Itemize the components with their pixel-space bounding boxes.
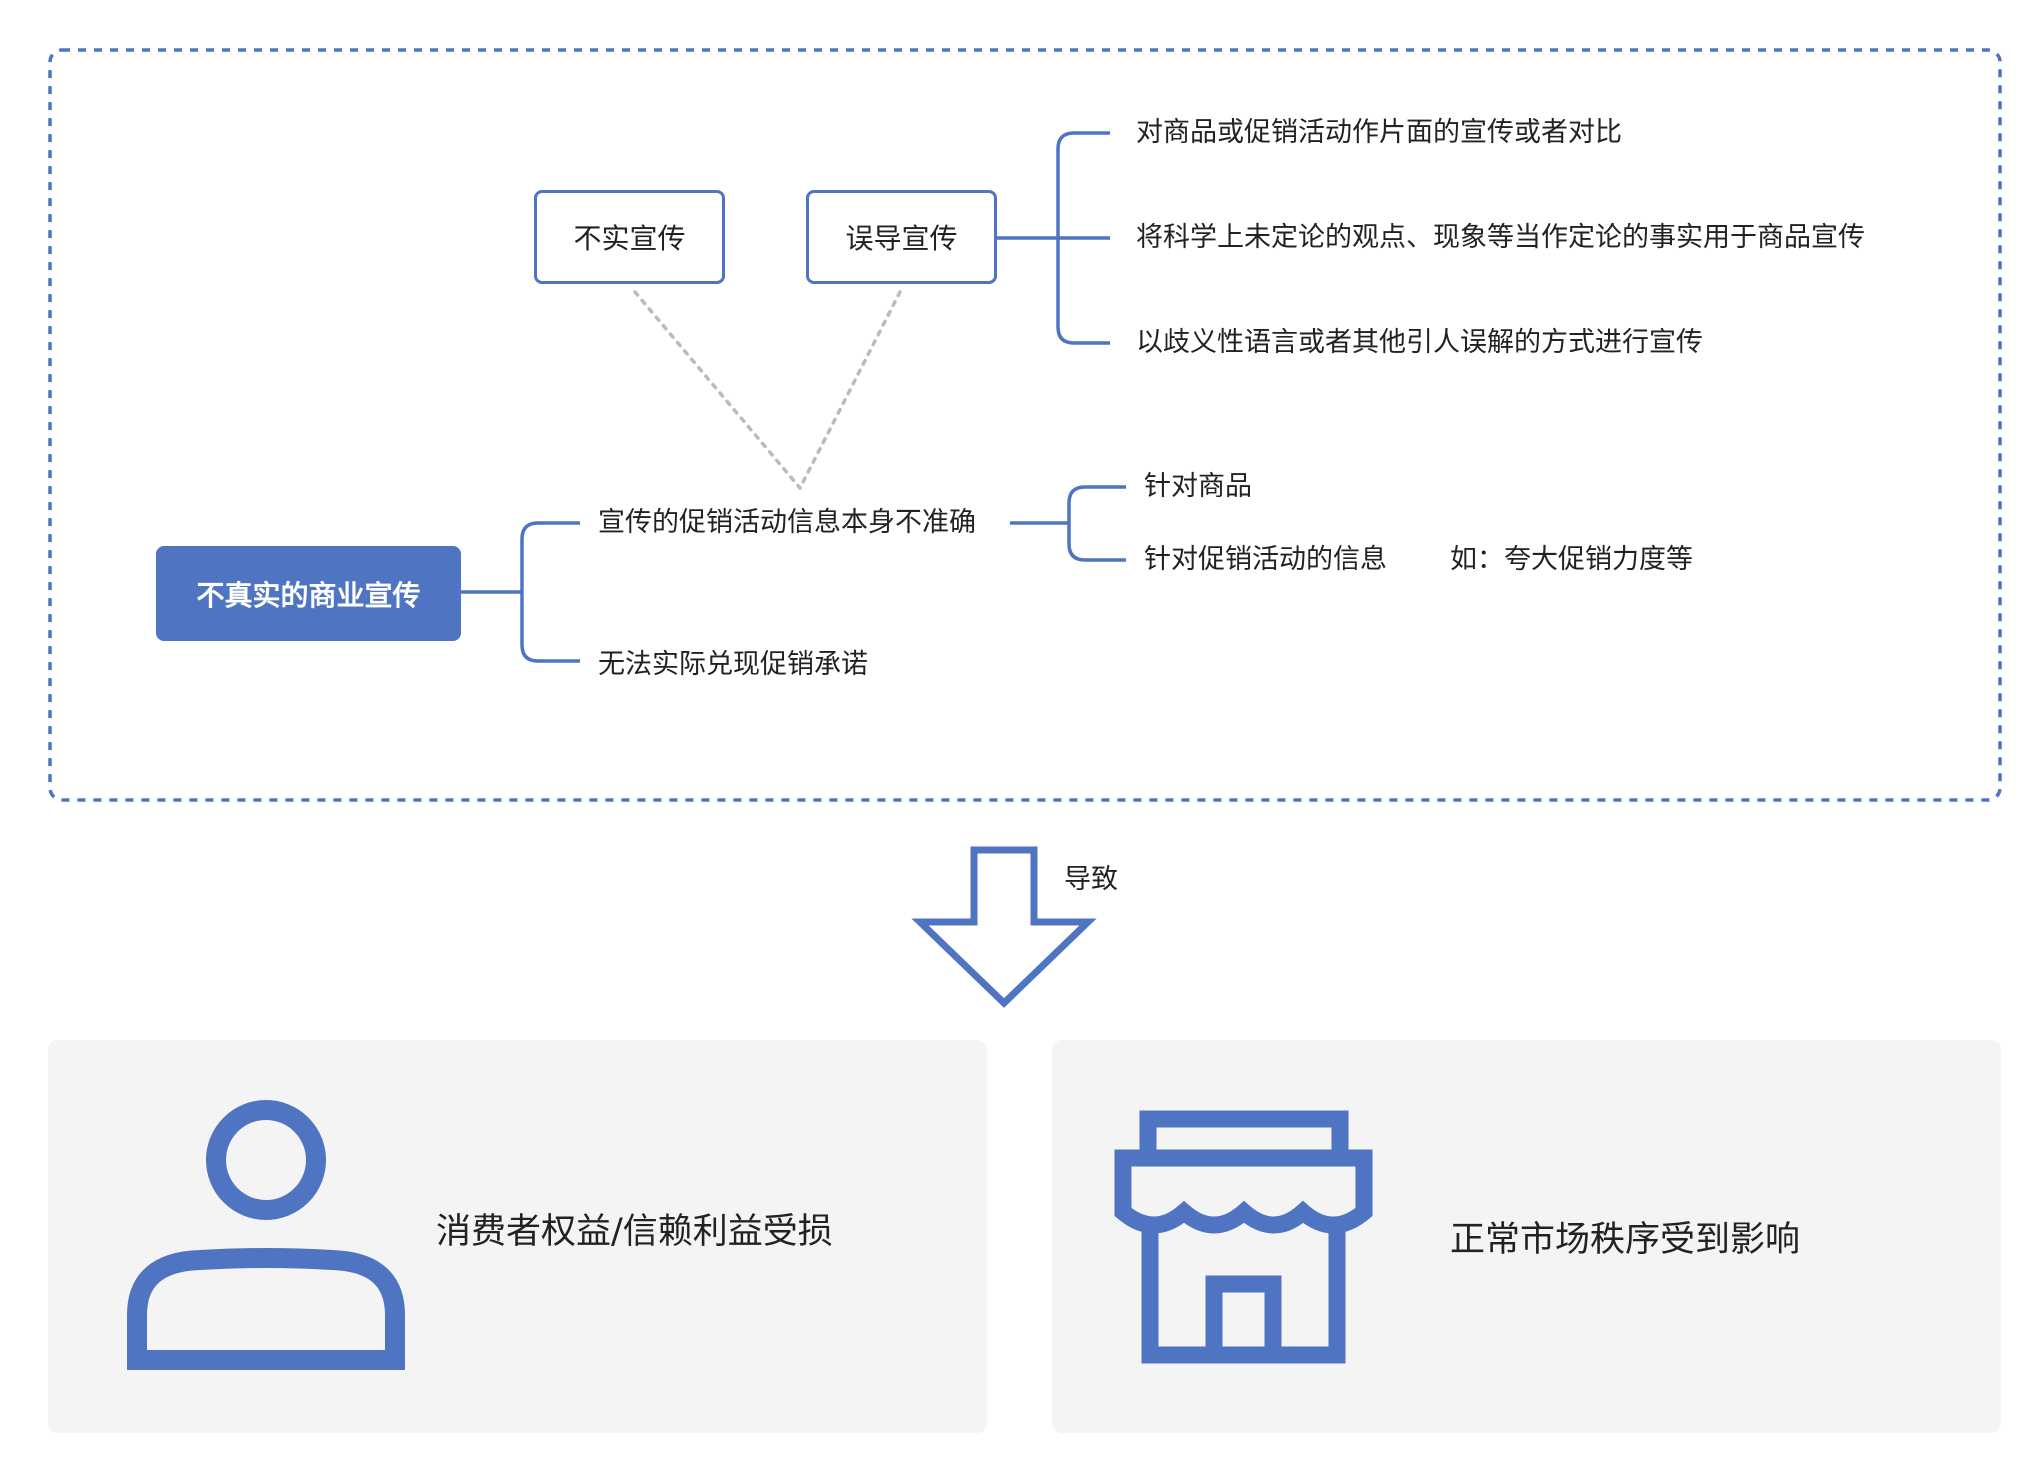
connector-branch-subitems [1010,485,1126,562]
type-box-false: 不实宣传 [534,190,725,284]
down-arrow-icon [911,846,1097,1008]
root-node: 不真实的商业宣传 [156,546,461,641]
type-box-misleading: 误导宣传 [806,190,997,284]
store-icon [1114,1110,1373,1364]
result-text-market: 正常市场秩序受到影响 [1450,1220,1801,1260]
misleading-item-2: 将科学上未定论的观点、现象等当作定论的事实用于商品宣传 [1136,222,1865,253]
dashed-container [48,48,2002,802]
misleading-item-3: 以歧义性语言或者其他引人误解的方式进行宣传 [1136,327,1703,358]
dotted-link-left [633,290,802,490]
dotted-link-right [798,290,902,490]
arrow-label: 导致 [1064,864,1118,895]
person-icon [127,1100,405,1370]
connector-root-branches [461,521,580,663]
misleading-item-1: 对商品或促销活动作片面的宣传或者对比 [1136,117,1622,148]
connector-misleading-items [997,131,1110,345]
branch-inaccurate: 宣传的促销活动信息本身不准确 [598,507,976,538]
sub-item-promotion: 针对促销活动的信息 [1144,544,1387,575]
sub-item-goods: 针对商品 [1144,471,1252,502]
example-note: 如：夸大促销力度等 [1450,544,1693,575]
branch-unfulfilled: 无法实际兑现促销承诺 [598,649,868,680]
result-text-consumer: 消费者权益/信赖利益受损 [436,1212,833,1252]
